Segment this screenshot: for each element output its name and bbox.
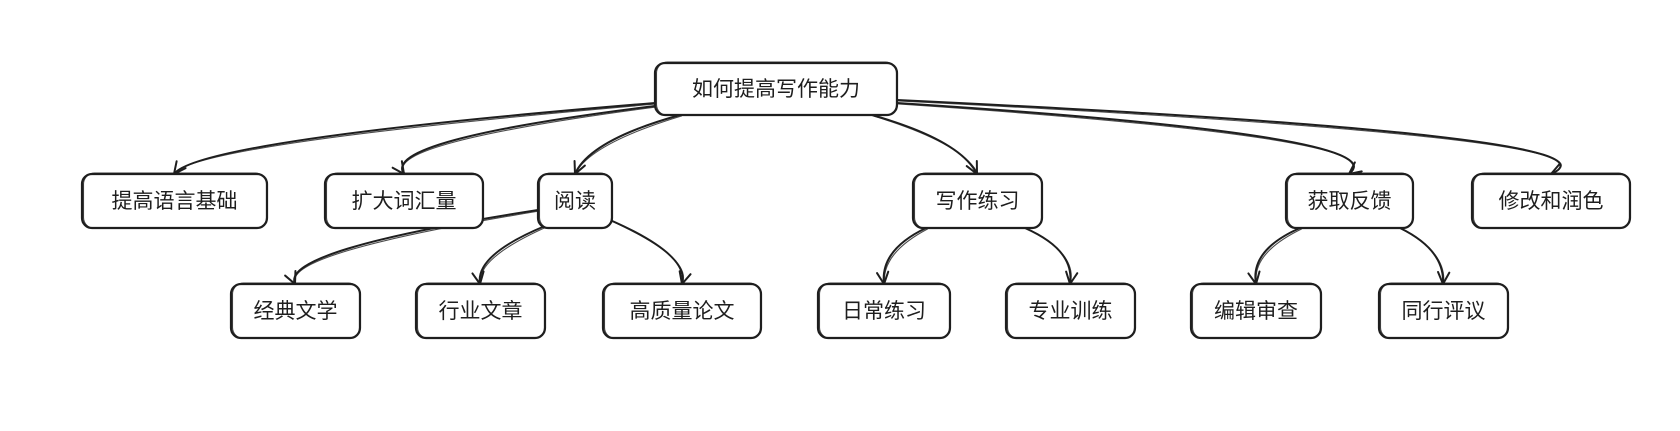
node-label: 阅读: [554, 189, 596, 213]
node-box-sketch: [82, 172, 268, 230]
node-box-sketch: [603, 282, 762, 340]
node-label: 提高语言基础: [112, 189, 238, 213]
node-box-sketch: [538, 172, 613, 230]
node-box-sketch: [1472, 172, 1631, 230]
edge-line-sketch: [1400, 228, 1445, 284]
node-industry[interactable]: 行业文章: [414, 282, 547, 340]
node-basics[interactable]: 提高语言基础: [80, 172, 269, 230]
edge-feedback-peer: [1399, 227, 1451, 285]
edge-line: [574, 114, 681, 175]
edge-line-sketch: [574, 115, 683, 174]
arrowhead-icon: [1247, 270, 1261, 285]
node-box-sketch: [818, 282, 951, 340]
edge-line-sketch: [610, 220, 685, 284]
node-label: 高质量论文: [630, 299, 735, 323]
node-box-sketch: [325, 172, 484, 230]
node-label: 修改和润色: [1499, 189, 1604, 213]
edge-line-sketch: [402, 106, 658, 174]
arrowhead-icon: [876, 270, 890, 285]
node-box-sketch: [913, 172, 1043, 230]
node-papers[interactable]: 高质量论文: [601, 282, 763, 340]
node-peer[interactable]: 同行评议: [1377, 282, 1510, 340]
node-label: 扩大词汇量: [352, 189, 457, 213]
node-label: 如何提高写作能力: [692, 77, 860, 101]
edge-line-sketch: [1025, 228, 1072, 284]
edge-line-sketch: [897, 103, 1355, 174]
node-daily[interactable]: 日常练习: [816, 282, 952, 340]
node-practice[interactable]: 写作练习: [911, 172, 1044, 230]
edge-line: [1254, 227, 1301, 285]
node-label: 写作练习: [936, 189, 1020, 213]
node-feedback[interactable]: 获取反馈: [1284, 172, 1415, 230]
node-box-sketch: [1006, 282, 1136, 340]
node-label: 编辑审查: [1214, 299, 1298, 323]
edge-reading-papers: [609, 219, 692, 285]
edge-line-sketch: [872, 115, 979, 174]
edges-layer: [173, 99, 1565, 285]
edge-feedback-editor: [1247, 227, 1303, 285]
edge-line: [478, 225, 546, 285]
node-box-sketch: [231, 282, 361, 340]
node-classics[interactable]: 经典文学: [229, 282, 362, 340]
edge-reading-industry: [471, 225, 548, 285]
node-label: 同行评议: [1402, 299, 1486, 323]
edge-line: [896, 102, 1355, 175]
edge-line: [609, 219, 684, 285]
node-box-sketch: [416, 282, 546, 340]
node-vocab[interactable]: 扩大词汇量: [323, 172, 485, 230]
node-label: 获取反馈: [1308, 189, 1392, 213]
node-label: 专业训练: [1029, 299, 1113, 323]
node-label: 日常练习: [842, 299, 926, 323]
node-reading[interactable]: 阅读: [536, 172, 614, 230]
node-box-sketch: [1191, 282, 1322, 340]
node-revise[interactable]: 修改和润色: [1470, 172, 1632, 230]
edge-line-sketch: [1255, 228, 1303, 284]
node-pro[interactable]: 专业训练: [1004, 282, 1137, 340]
edge-root-reading: [573, 114, 683, 175]
edge-line: [1399, 227, 1445, 285]
arrowhead-icon: [1348, 161, 1363, 175]
node-label: 行业文章: [439, 299, 523, 323]
edge-practice-daily: [876, 227, 929, 285]
arrowhead-icon: [391, 160, 405, 175]
edge-line: [871, 114, 978, 175]
edge-root-practice: [871, 114, 979, 175]
edge-line: [882, 227, 927, 285]
node-box-sketch: [1379, 282, 1509, 340]
node-box-sketch: [655, 61, 898, 117]
edge-line-sketch: [883, 228, 929, 284]
edge-line: [896, 99, 1562, 175]
edge-line-sketch: [173, 103, 658, 174]
node-editor[interactable]: 编辑审查: [1189, 282, 1323, 340]
node-root[interactable]: 如何提高写作能力: [653, 61, 899, 117]
edge-root-basics: [173, 102, 658, 175]
node-box-sketch: [1286, 172, 1414, 230]
node-label: 经典文学: [254, 299, 338, 323]
edge-line-sketch: [897, 100, 1562, 174]
edge-line-sketch: [479, 226, 548, 284]
edge-practice-pro: [1024, 227, 1079, 285]
